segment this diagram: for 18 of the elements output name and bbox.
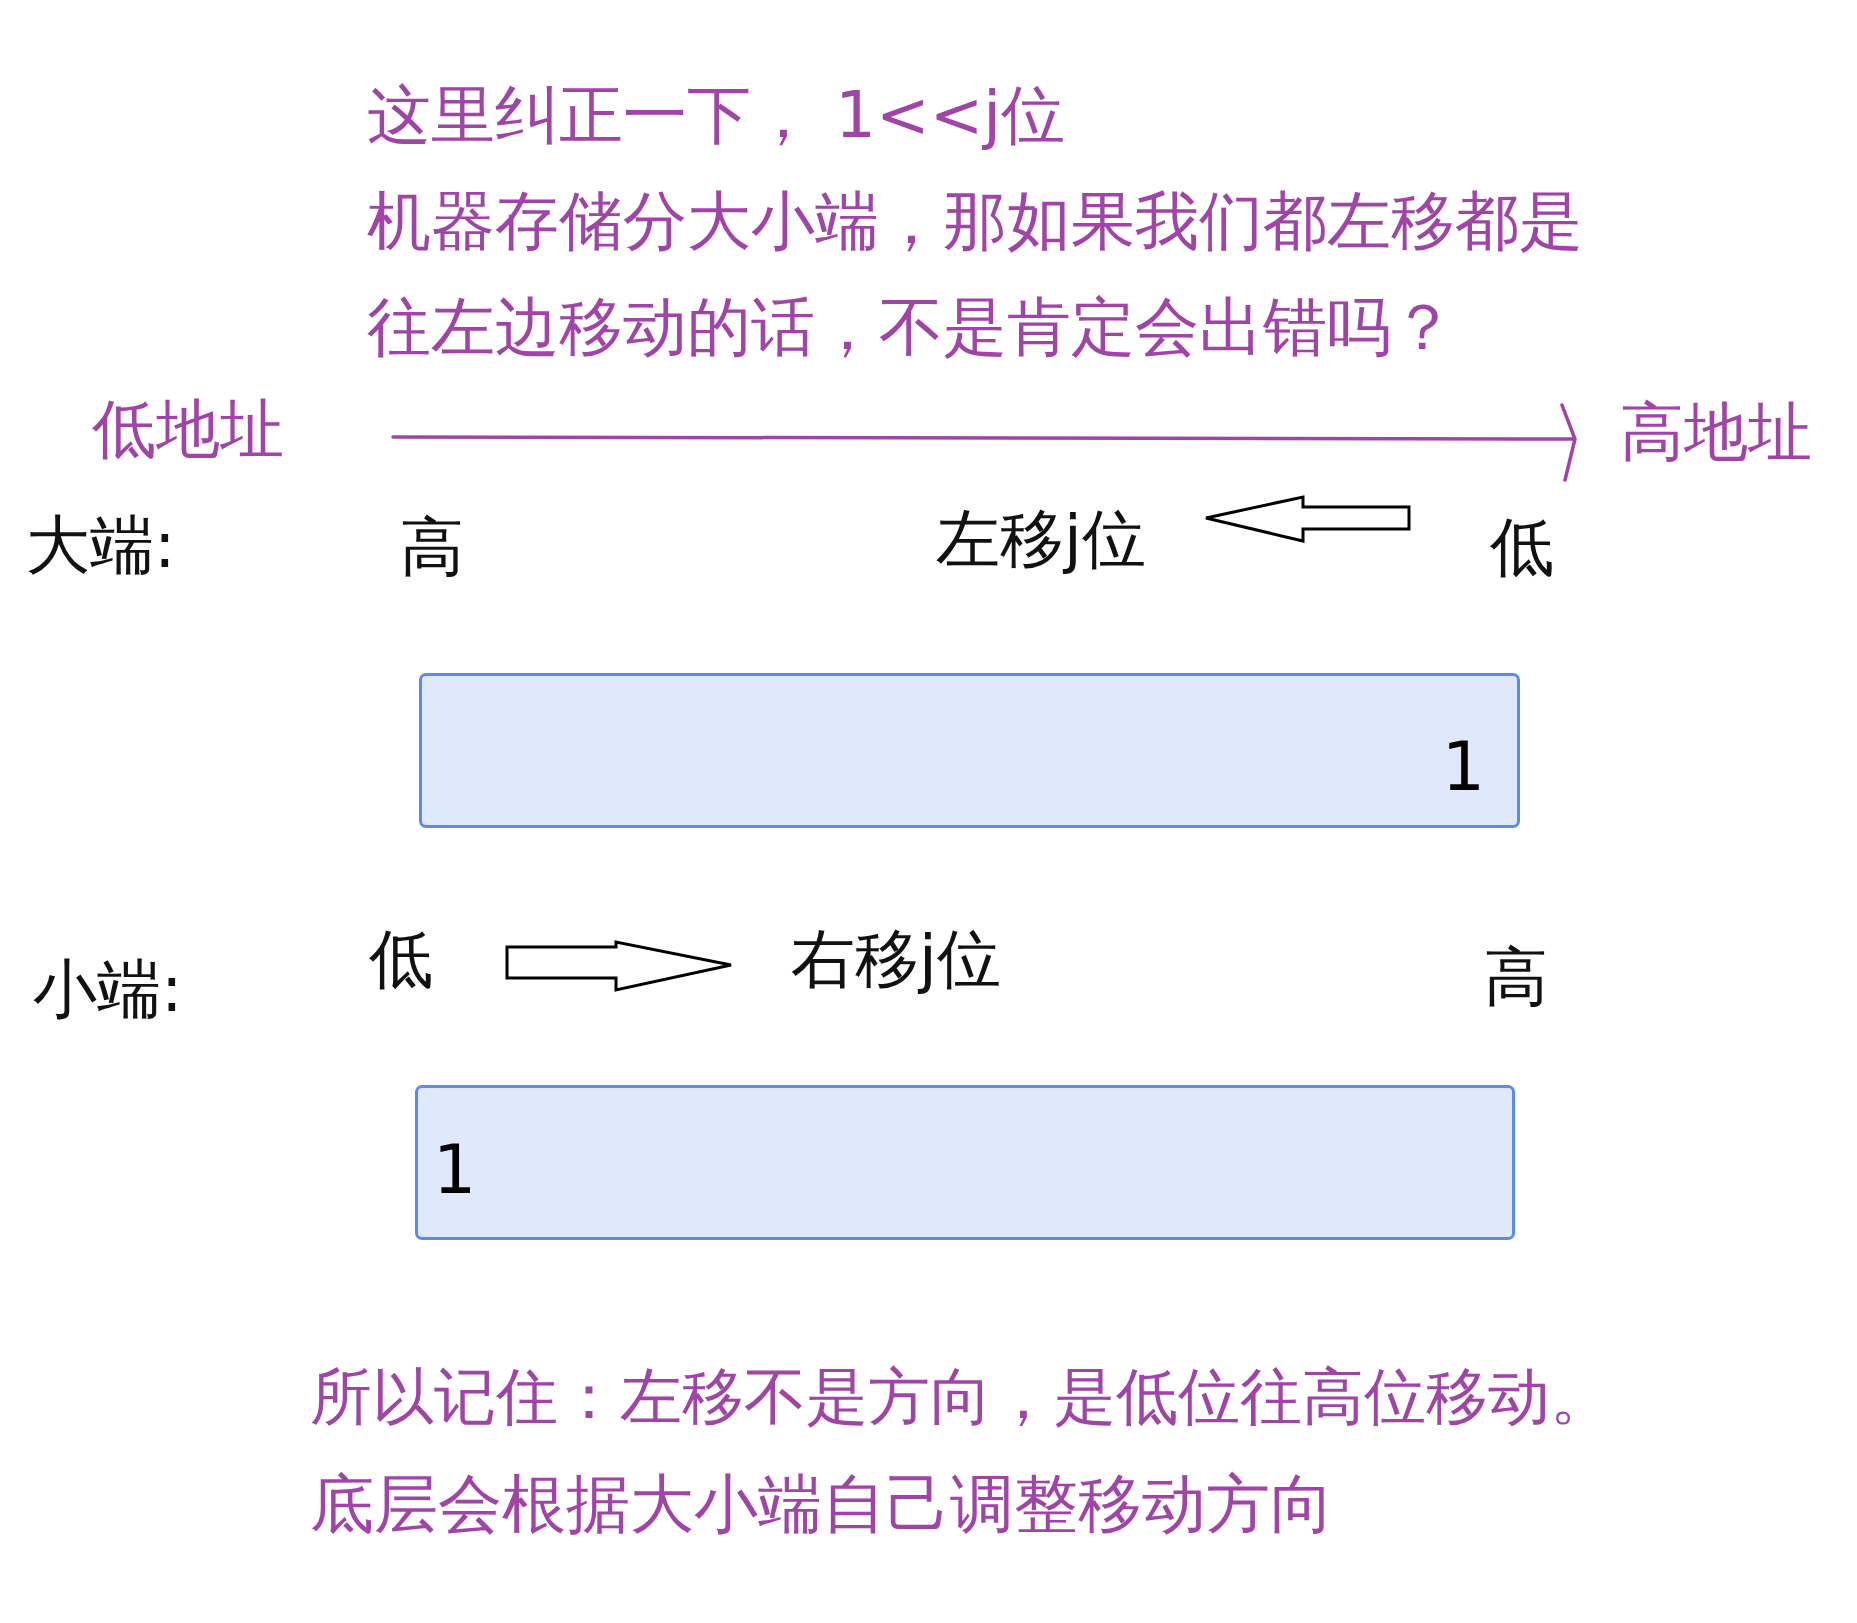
axis-label: 低地址 <box>92 390 284 468</box>
memory-box <box>419 673 1520 828</box>
end-label: 低 <box>1490 508 1554 586</box>
note-text: 这里纠正一下， 1<<j位 <box>367 76 1066 154</box>
summary-text: 所以记住：左移不是方向，是低位往高位移动。 <box>310 1360 1612 1434</box>
note-text: 机器存储分大小端，那如果我们都左移都是往左边移动的话，不是肯定会出错吗？ <box>367 183 1584 366</box>
row-heading: 大端: <box>26 506 176 584</box>
row-heading: 小端: <box>33 950 183 1028</box>
summary-text: 底层会根据大小端自己调整移动方向 <box>310 1465 1334 1543</box>
axis-label: 高地址 <box>1620 393 1812 471</box>
end-label: 高 <box>1484 938 1548 1016</box>
shift-label: 右移j位 <box>791 920 1001 998</box>
end-label: 高 <box>400 508 464 586</box>
memory-box <box>415 1085 1515 1240</box>
end-label: 低 <box>369 920 433 998</box>
bit-value: 1 <box>433 1136 477 1204</box>
shift-label: 左移j位 <box>936 500 1146 578</box>
bit-value: 1 <box>1441 733 1485 801</box>
